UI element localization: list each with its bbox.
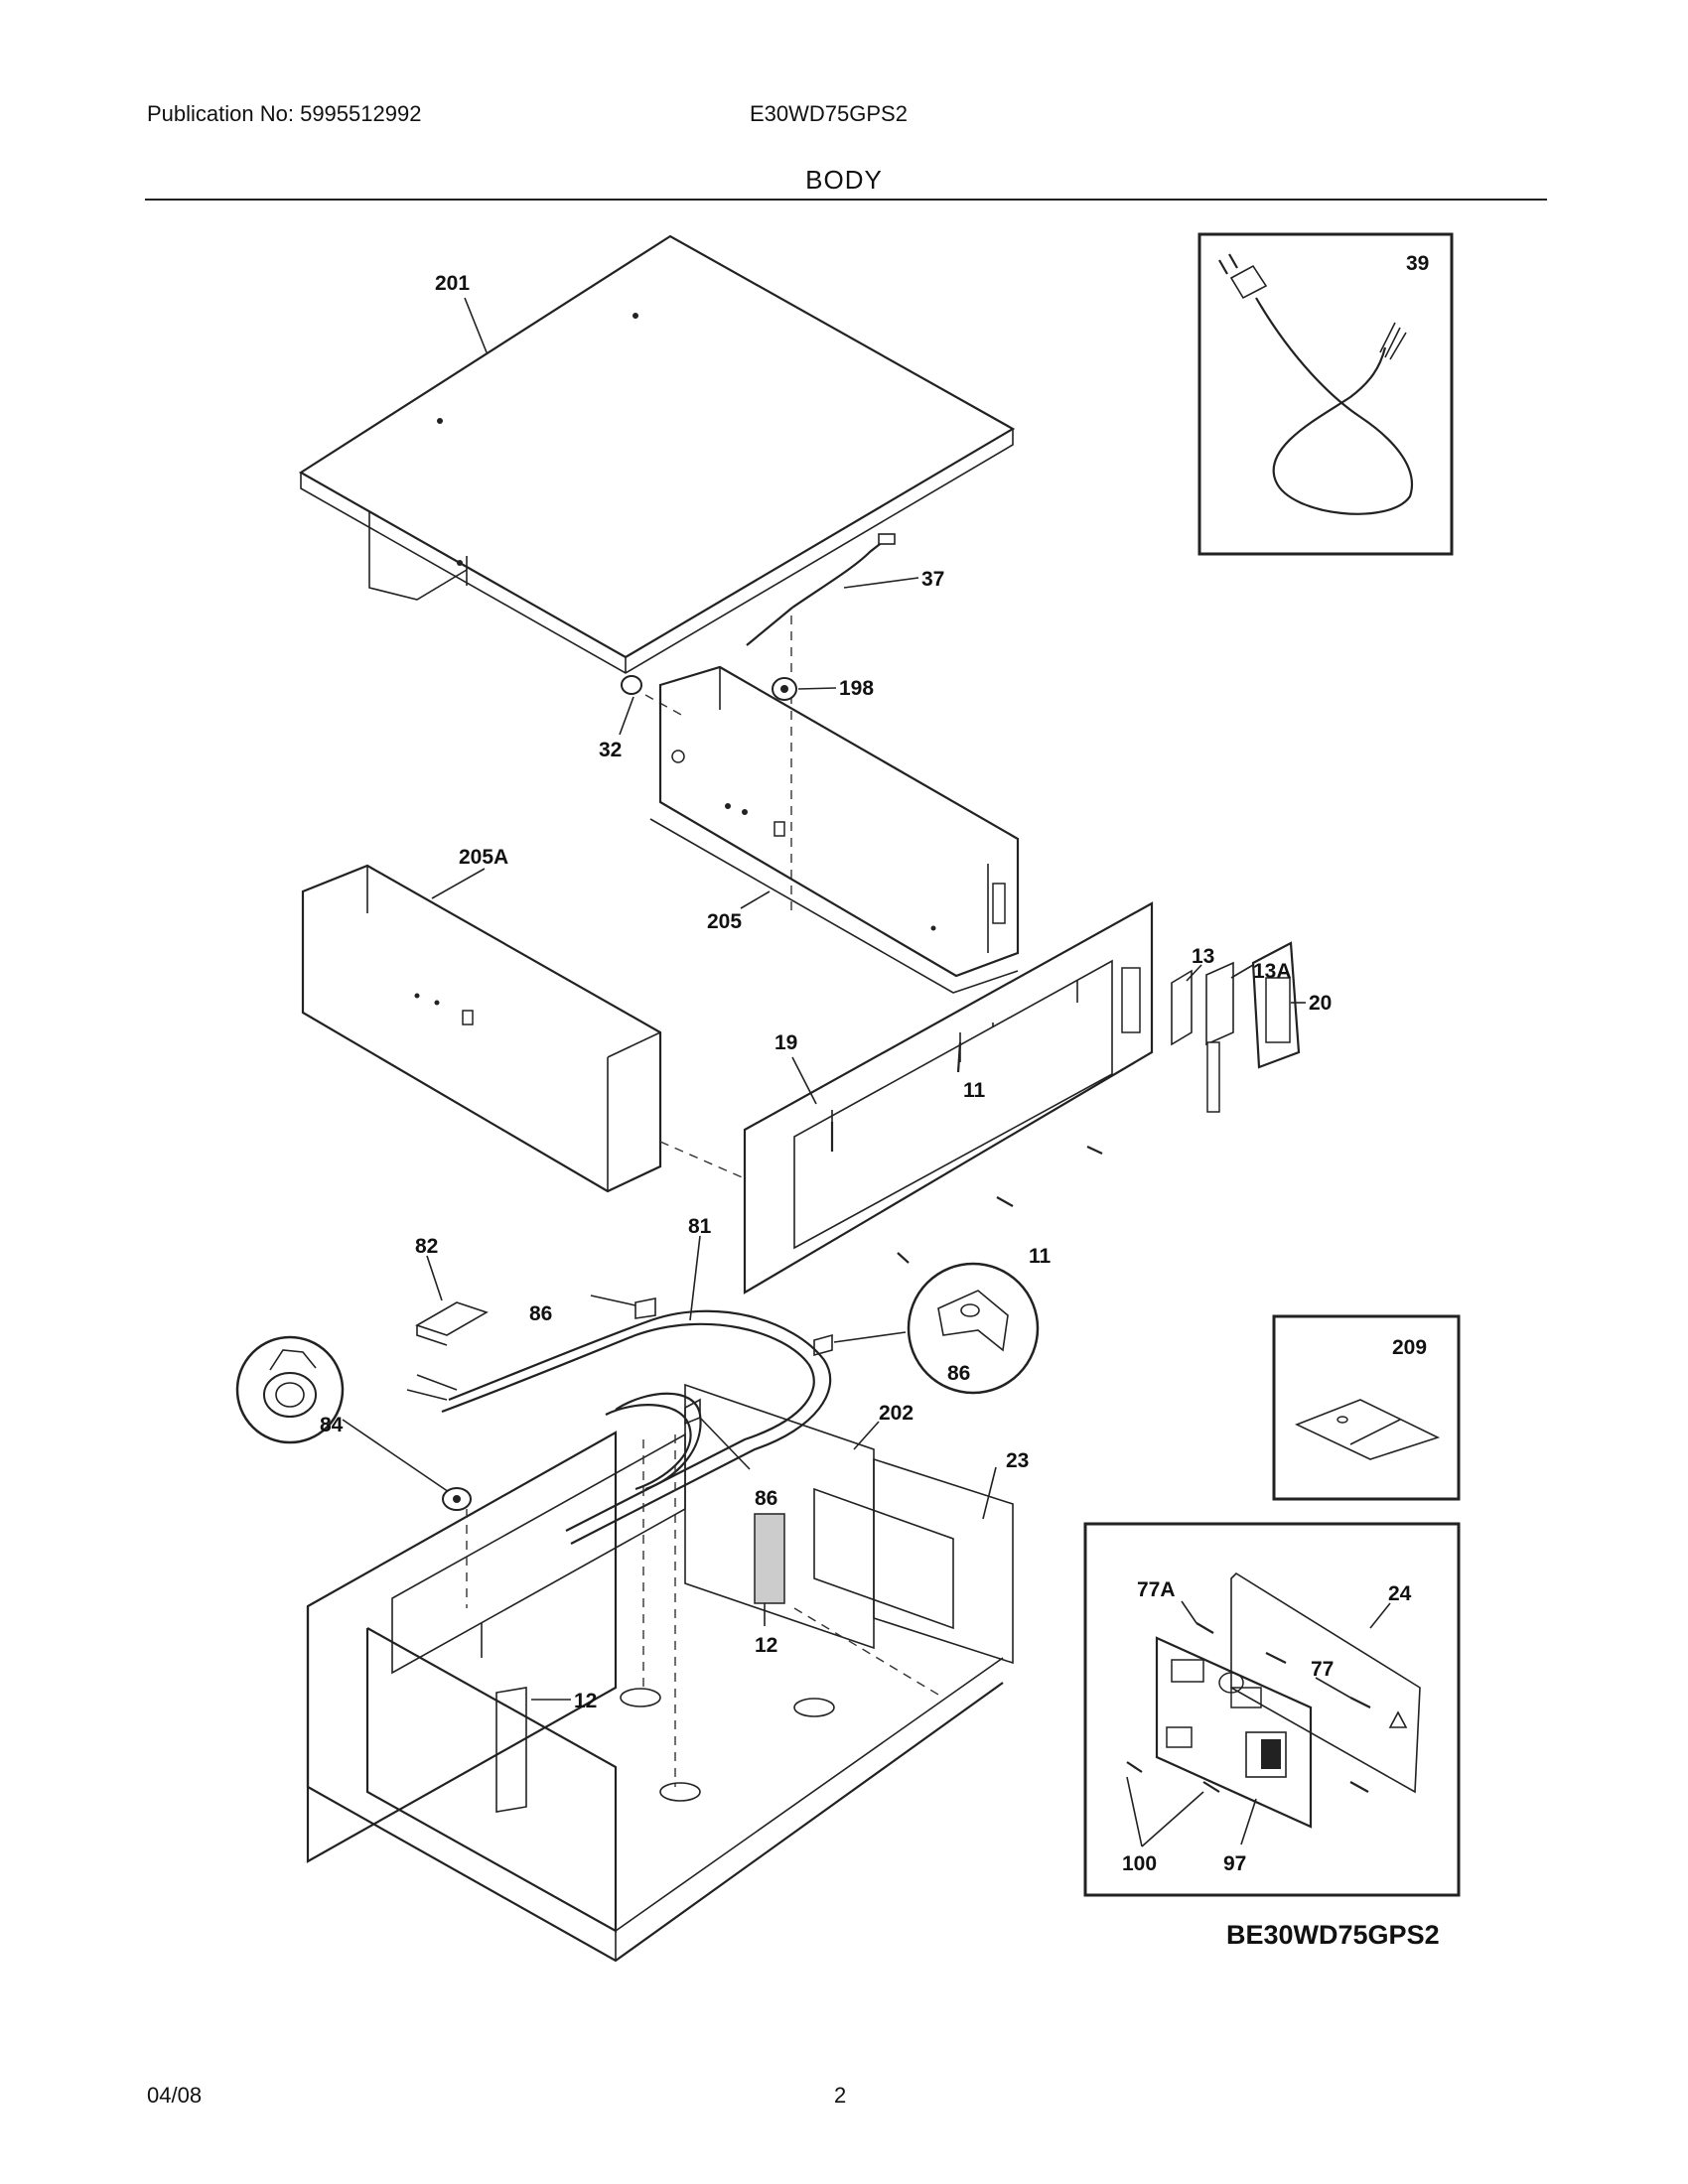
callout-39: 39 xyxy=(1406,252,1429,275)
clip-86-center xyxy=(684,1398,751,1470)
callouts: 201 37 198 32 205A 205 13 13A 20 19 11 1… xyxy=(320,252,1429,1875)
footer-page-number: 2 xyxy=(834,2083,847,2108)
callout-84: 84 xyxy=(320,1414,344,1436)
side-panel-205A xyxy=(301,864,748,1193)
callout-20: 20 xyxy=(1309,992,1332,1015)
sensor-37 xyxy=(746,533,919,913)
callout-198: 198 xyxy=(839,677,874,700)
callout-23: 23 xyxy=(1006,1449,1029,1472)
rear-panel-205 xyxy=(649,665,1020,994)
header-rule xyxy=(145,199,1547,201)
grommet-198 xyxy=(772,677,837,701)
inner-back-202 xyxy=(684,1383,954,1650)
callout-100: 100 xyxy=(1122,1852,1157,1875)
leader-lines xyxy=(426,297,1391,1847)
inset-power-cord-39 xyxy=(1197,232,1454,556)
callout-11-lower: 11 xyxy=(1029,1245,1052,1268)
callout-13A: 13A xyxy=(1253,960,1292,983)
callout-209: 209 xyxy=(1392,1336,1427,1359)
panel-23 xyxy=(873,1023,1014,1665)
publication-number: Publication No: 5995512992 xyxy=(147,101,422,126)
callout-82: 82 xyxy=(415,1235,438,1258)
footer-date: 04/08 xyxy=(147,2083,203,2108)
callout-19: 19 xyxy=(774,1031,797,1054)
callout-205A: 205A xyxy=(459,846,508,869)
callout-12-right: 12 xyxy=(755,1634,777,1657)
callout-81: 81 xyxy=(688,1215,712,1238)
grommet-32 xyxy=(619,675,682,736)
callout-37: 37 xyxy=(921,568,944,591)
lower-body-box xyxy=(306,1431,1004,1963)
control-panel-19 xyxy=(743,901,1154,1295)
model-number: E30WD75GPS2 xyxy=(750,101,908,126)
callout-77A: 77A xyxy=(1137,1578,1176,1601)
callout-12-left: 12 xyxy=(574,1690,597,1712)
section-title: BODY xyxy=(805,165,883,195)
top-panel-201 xyxy=(298,234,1016,674)
screws-11 xyxy=(830,1041,1103,1264)
callout-24: 24 xyxy=(1388,1582,1412,1605)
thermostat-84 xyxy=(235,1335,472,1511)
callout-205: 205 xyxy=(707,910,742,933)
switch-13A xyxy=(1205,961,1234,1113)
callout-86-circle: 86 xyxy=(947,1362,970,1385)
callout-77: 77 xyxy=(1311,1658,1334,1681)
callout-86-center: 86 xyxy=(755,1487,777,1510)
diagram-reference-code: BE30WD75GPS2 xyxy=(1226,1920,1440,1950)
clip-86-top xyxy=(590,1295,656,1319)
cover-20 xyxy=(1251,941,1301,1069)
inset-part-209 xyxy=(1272,1314,1461,1501)
callout-201: 201 xyxy=(435,272,470,295)
bracket-82 xyxy=(415,1301,489,1346)
bracket-13 xyxy=(1171,969,1193,1046)
callout-32: 32 xyxy=(599,739,622,761)
callout-97: 97 xyxy=(1223,1852,1246,1875)
element-81 xyxy=(406,1309,832,1545)
callout-86-top: 86 xyxy=(529,1302,552,1325)
callout-202: 202 xyxy=(879,1402,914,1425)
callout-13: 13 xyxy=(1192,945,1214,968)
clip-86-right xyxy=(813,1262,1040,1395)
callout-11-upper: 11 xyxy=(963,1079,986,1102)
inset-control-board-24 xyxy=(1083,1522,1461,1897)
